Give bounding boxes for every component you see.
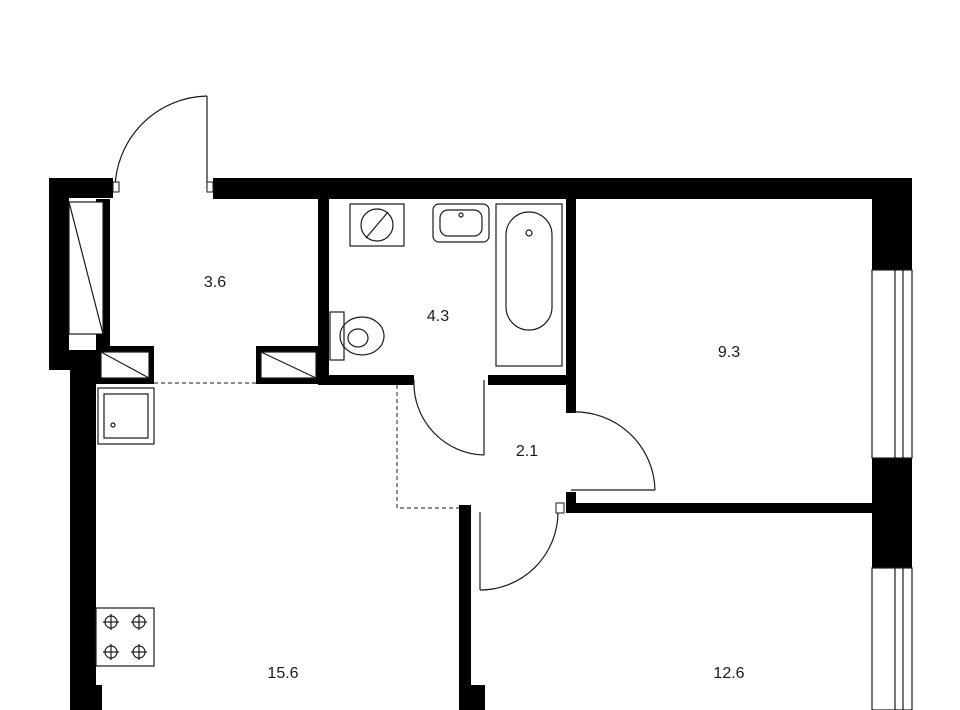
entrance-door-jamb-right xyxy=(206,181,214,193)
doors xyxy=(112,95,656,591)
corridor-kitchen-boundary xyxy=(396,385,459,509)
bathroom-bottom-wall-left xyxy=(318,375,414,385)
room-area-corridor: 2.1 xyxy=(516,443,538,460)
room-area-room: 12.6 xyxy=(713,665,744,682)
kitchen-room-partition xyxy=(459,505,471,710)
room-area-bedroom: 9.3 xyxy=(718,344,740,361)
window-bedroom xyxy=(871,269,913,459)
toilet-tank xyxy=(329,311,345,361)
top-exterior-wall xyxy=(213,178,912,199)
toilet-seat xyxy=(347,328,369,348)
room-area-bathroom: 4.3 xyxy=(427,308,449,325)
sink-basin xyxy=(439,209,483,237)
windows xyxy=(871,269,913,710)
right-exterior-wall-middle xyxy=(872,458,912,568)
bathtub-basin xyxy=(505,211,553,331)
washing-machine xyxy=(349,203,405,247)
zone-boundaries xyxy=(154,382,459,509)
sink-drain xyxy=(458,212,464,218)
bedroom-door-arc xyxy=(570,411,656,491)
wardrobes xyxy=(68,201,317,379)
stove-burners xyxy=(103,614,147,660)
left-wall-jog xyxy=(49,350,96,370)
bathroom-bedroom-partition xyxy=(566,199,576,413)
walls xyxy=(49,178,912,710)
kitchen-sink-basin xyxy=(103,393,149,439)
bedroom-room-partition xyxy=(566,503,872,513)
partition-base xyxy=(459,685,485,710)
wardrobe-right-diagonal xyxy=(260,351,317,379)
room-labels: 3.6 4.3 9.3 2.1 15.6 12.6 xyxy=(204,274,745,682)
left-base xyxy=(96,685,102,710)
wardrobe-hall-diagonal xyxy=(68,201,104,335)
bathtub-drain xyxy=(525,229,533,237)
entrance-door-arc xyxy=(114,95,208,191)
right-exterior-wall-top xyxy=(872,178,912,270)
washing-machine-mark xyxy=(365,211,389,239)
toilet-bowl xyxy=(339,316,385,356)
room-area-kitchen-living: 15.6 xyxy=(267,665,298,682)
left-exterior-wall-lower xyxy=(70,368,96,710)
wardrobe-left-diagonal xyxy=(100,351,150,379)
room-area-hall: 3.6 xyxy=(204,274,226,291)
bathroom-sink xyxy=(432,203,490,243)
washing-machine-drum xyxy=(360,208,394,242)
entrance-door-jamb-left xyxy=(112,181,120,193)
stove xyxy=(95,607,155,667)
fixtures xyxy=(95,203,563,667)
left-exterior-wall-upper xyxy=(49,178,69,370)
window-room xyxy=(871,567,913,710)
bathtub xyxy=(495,203,563,367)
room-door-jamb xyxy=(555,502,565,514)
room-door-arc xyxy=(479,511,559,591)
kitchen-sink-drain xyxy=(110,422,116,428)
kitchen-sink xyxy=(97,387,155,445)
door-jamb-right xyxy=(566,492,576,513)
bathroom-bottom-wall-right xyxy=(488,375,576,385)
hall-bathroom-partition xyxy=(318,199,329,384)
bathroom-door-arc xyxy=(413,379,485,456)
